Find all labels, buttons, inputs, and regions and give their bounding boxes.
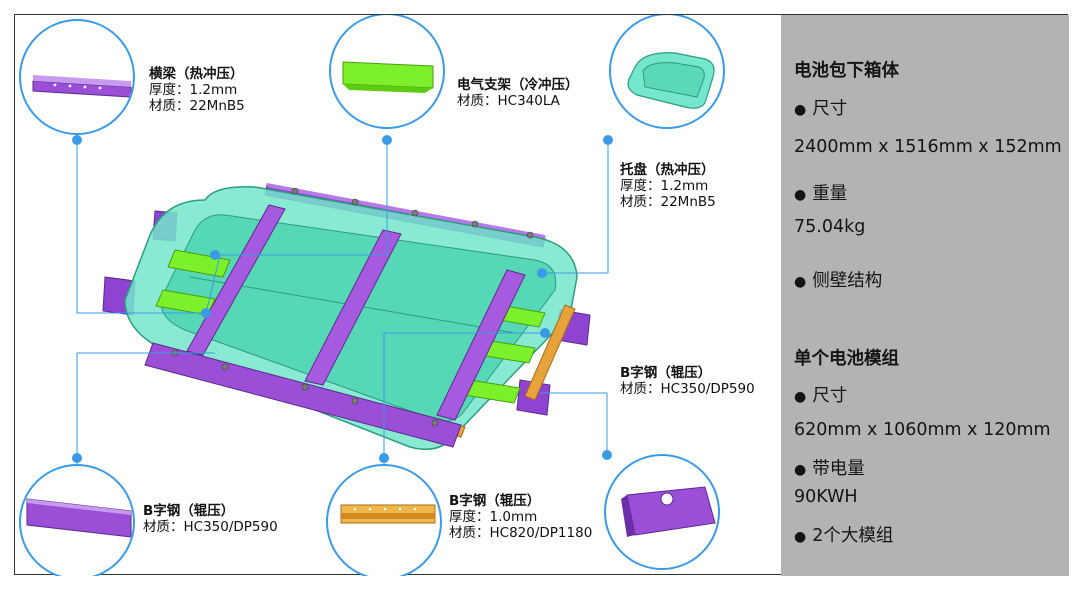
callout-beam: 横梁（热冲压） 厚度：1.2mm 材质：22MnB5 [149, 66, 245, 114]
detail-circle-beam [19, 19, 135, 135]
callout-bsteel-right-material: 材质：HC350/DP590 [620, 381, 755, 397]
leader-lines [76, 140, 609, 465]
module-capacity-label: ● 带电量 [794, 455, 865, 480]
callout-beam-title: 横梁（热冲压） [149, 66, 244, 82]
detail-circle-tray [609, 13, 725, 129]
callout-tray-material: 材质：22MnB5 [620, 194, 716, 210]
detail-circle-bracket [329, 13, 445, 129]
callout-bsteel-left-material: 材质：HC350/DP590 [143, 519, 278, 535]
bullet-icon: ● [794, 462, 807, 478]
pack-size-value: 2400mm x 1516mm x 152mm [794, 137, 1062, 157]
callout-bsteel-right: B字钢（辊压） 材质：HC350/DP590 [620, 365, 755, 397]
battery-tray-assembly [102, 183, 591, 450]
callout-beam-material: 材质：22MnB5 [149, 98, 245, 114]
bullet-icon: ● [794, 529, 807, 545]
callout-bsteel-middle-title: B字钢（辊压） [449, 493, 541, 509]
callout-bracket: 电气支架（冷冲压） 材质：HC340LA [457, 77, 579, 109]
pack-title: 电池包下箱体 [794, 61, 899, 81]
callout-bsteel-middle: B字钢（辊压） 厚度：1.0mm 材质：HC820/DP1180 [449, 493, 592, 541]
callout-beam-thickness: 厚度：1.2mm [149, 82, 238, 98]
pack-weight-label-text: 重量 [812, 184, 848, 204]
pack-size-label-text: 尺寸 [812, 99, 848, 119]
pack-structure: ● 侧壁结构 [794, 267, 882, 292]
module-size-label-text: 尺寸 [812, 386, 848, 406]
pack-structure-text: 侧壁结构 [812, 271, 883, 291]
bullet-icon: ● [794, 102, 807, 118]
callout-tray-title: 托盘（热冲压） [620, 162, 715, 178]
callout-tray-thickness: 厚度：1.2mm [620, 178, 709, 194]
module-count-text: 2个大模组 [812, 526, 894, 546]
spec-panel: 电池包下箱体 ● 尺寸 2400mm x 1516mm x 152mm ● 重量 7… [781, 15, 1069, 576]
callout-bsteel-middle-thickness: 厚度：1.0mm [449, 509, 538, 525]
pack-size-label: ● 尺寸 [794, 95, 847, 120]
detail-circle-bsteel-middle [326, 464, 442, 580]
callout-bsteel-middle-material: 材质：HC820/DP1180 [449, 525, 593, 541]
callout-bsteel-left-title: B字钢（辊压） [143, 503, 235, 519]
detail-circle-end-bracket [604, 454, 720, 570]
diagram-graphic [19, 13, 725, 580]
callout-bsteel-right-title: B字钢（辊压） [620, 365, 712, 381]
module-size-value: 620mm x 1060mm x 120mm [794, 420, 1051, 440]
callout-bracket-material: 材质：HC340LA [457, 93, 560, 109]
callout-tray: 托盘（热冲压） 厚度：1.2mm 材质：22MnB5 [620, 162, 716, 210]
exploded-diagram: 横梁（热冲压） 厚度：1.2mm 材质：22MnB5 电气支架（冷冲压） 材质：… [15, 13, 781, 580]
module-capacity-label-text: 带电量 [812, 459, 865, 479]
module-title: 单个电池模组 [794, 349, 899, 369]
detail-circle-bsteel-left [19, 464, 135, 580]
figure-frame: 横梁（热冲压） 厚度：1.2mm 材质：22MnB5 电气支架（冷冲压） 材质：… [14, 13, 1069, 580]
module-capacity-value: 90KWH [794, 487, 858, 507]
leader-dots [72, 135, 613, 463]
callout-bracket-title: 电气支架（冷冲压） [457, 77, 579, 93]
module-size-label: ● 尺寸 [794, 382, 847, 407]
pack-weight-value: 75.04kg [794, 217, 866, 237]
module-count: ● 2个大模组 [794, 522, 893, 547]
bullet-icon: ● [794, 274, 807, 290]
bullet-icon: ● [794, 187, 807, 203]
callout-bsteel-left: B字钢（辊压） 材质：HC350/DP590 [143, 503, 278, 535]
pack-weight-label: ● 重量 [794, 180, 847, 205]
bullet-icon: ● [794, 389, 807, 405]
